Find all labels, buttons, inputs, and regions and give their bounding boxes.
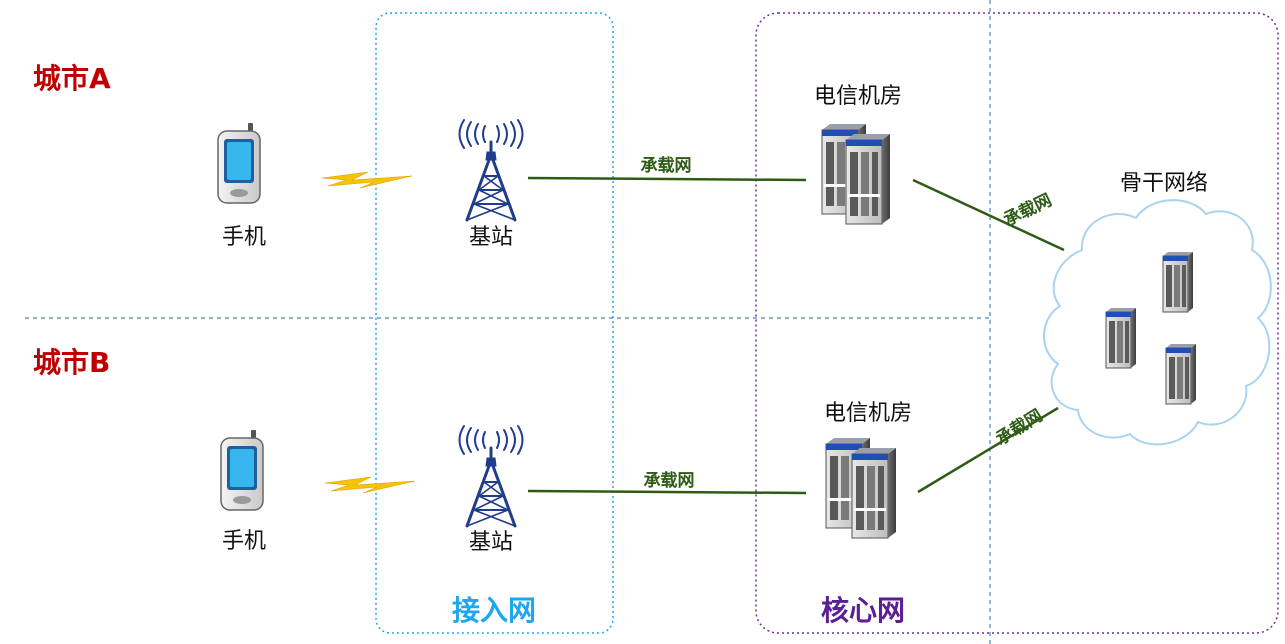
city-b-label: 城市B — [33, 346, 110, 379]
phone-label: 手机 — [222, 225, 266, 250]
backbone-network-label: 骨干网络 — [1120, 171, 1208, 196]
lightning-icon — [321, 171, 413, 189]
core-network-region — [755, 12, 1279, 634]
base-station-label: 基站 — [469, 530, 513, 555]
telecom-room-label: 电信机房 — [814, 84, 902, 109]
telecom-room-label: 电信机房 — [824, 401, 912, 426]
carrier-line — [912, 178, 1065, 252]
cell-tower-icon — [458, 118, 524, 222]
carrier-line — [527, 176, 807, 182]
carrier-line — [527, 489, 807, 495]
server-icon — [1105, 307, 1137, 369]
carrier-line — [917, 406, 1059, 494]
server-icon — [851, 447, 897, 539]
server-icon — [845, 133, 891, 225]
carrier-network-label: 承载网 — [641, 155, 692, 176]
city-a-label: 城市A — [33, 62, 111, 95]
base-station-label: 基站 — [469, 225, 513, 250]
server-icon — [1165, 343, 1197, 405]
core-network-title: 核心网 — [821, 594, 905, 627]
carrier-network-label: 承载网 — [992, 405, 1046, 450]
carrier-network-label: 承载网 — [644, 470, 695, 491]
mobile-phone-icon — [217, 122, 261, 204]
cell-tower-icon — [458, 424, 524, 528]
lightning-icon — [324, 476, 416, 494]
mobile-phone-icon — [220, 429, 264, 511]
cloud-icon — [1043, 199, 1272, 446]
access-network-title: 接入网 — [452, 594, 536, 627]
carrier-network-label: 承载网 — [1000, 189, 1055, 230]
server-icon — [1162, 251, 1194, 313]
access-network-region — [375, 12, 614, 634]
phone-label: 手机 — [222, 529, 266, 554]
